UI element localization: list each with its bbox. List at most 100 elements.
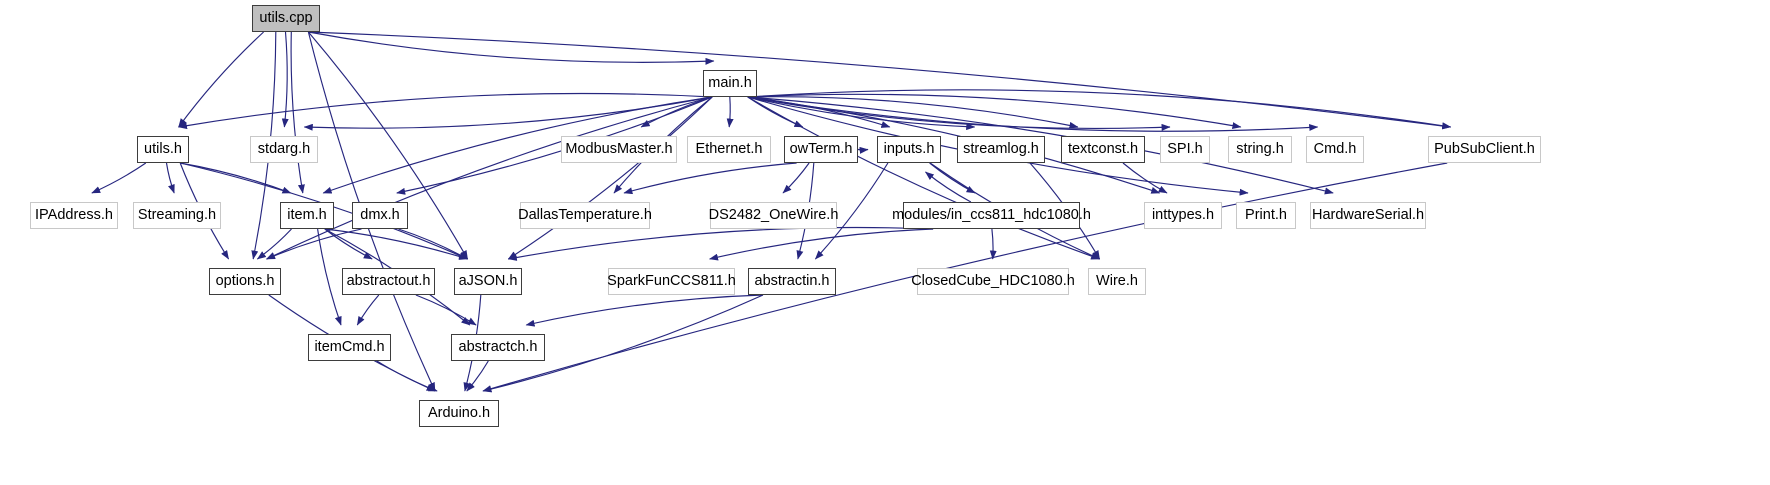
graph-node-abstractch-h[interactable]: abstractch.h [451, 334, 545, 361]
graph-node-label: options.h [215, 273, 275, 290]
graph-node-label: ModbusMaster.h [565, 141, 673, 158]
graph-node-utils-cpp[interactable]: utils.cpp [252, 5, 320, 32]
graph-node-abstractout-h[interactable]: abstractout.h [342, 268, 435, 295]
graph-node-label: Arduino.h [427, 405, 491, 422]
graph-edge [415, 294, 477, 326]
graph-edge [747, 96, 804, 128]
graph-node-wire-h[interactable]: Wire.h [1088, 268, 1146, 295]
graph-node-modbusmaster-h[interactable]: ModbusMaster.h [561, 136, 677, 163]
graph-node-itemcmd-h[interactable]: itemCmd.h [308, 334, 391, 361]
graph-node-modules-ccs-h[interactable]: modules/in_ccs811_hdc1080.h [892, 202, 1091, 229]
graph-edge [178, 92, 713, 130]
graph-edge [91, 162, 147, 194]
graph-node-label: Wire.h [1096, 273, 1138, 290]
graph-node-label: utils.h [144, 141, 182, 158]
graph-edge [507, 226, 934, 261]
graph-node-arduino-h[interactable]: Arduino.h [419, 400, 499, 427]
graph-edge [356, 294, 380, 326]
graph-edge [726, 96, 734, 128]
graph-node-main-h[interactable]: main.h [703, 70, 757, 97]
graph-node-label: textconst.h [1067, 141, 1139, 158]
graph-node-label: SparkFunCCS811.h [607, 273, 736, 290]
graph-node-owterm-h[interactable]: owTerm.h [784, 136, 858, 163]
graph-node-stdarg-h[interactable]: stdarg.h [250, 136, 318, 163]
graph-node-label: Cmd.h [1313, 141, 1357, 158]
graph-edge [180, 162, 292, 194]
graph-node-label: abstractout.h [346, 273, 431, 290]
graph-edge [466, 360, 489, 392]
graph-edge [308, 31, 1452, 130]
graph-node-dmx-h[interactable]: dmx.h [352, 202, 408, 229]
graph-node-label: stdarg.h [257, 141, 311, 158]
graph-node-pubsubclient-h[interactable]: PubSubClient.h [1428, 136, 1541, 163]
graph-node-label: Streaming.h [137, 207, 217, 224]
graph-node-label: aJSON.h [458, 273, 518, 290]
graph-node-cmd-h[interactable]: Cmd.h [1306, 136, 1364, 163]
graph-node-label: utils.cpp [259, 10, 313, 27]
graph-edge [165, 162, 175, 194]
graph-edge [266, 228, 362, 260]
graph-node-label: item.h [287, 207, 327, 224]
graph-edge [266, 96, 713, 260]
graph-edge [747, 96, 1079, 129]
graph-node-streamlog-h[interactable]: streamlog.h [957, 136, 1045, 163]
graph-edge [623, 162, 797, 195]
graph-node-ipaddress-h[interactable]: IPAddress.h [30, 202, 118, 229]
graph-edge [709, 228, 934, 261]
graph-node-label: IPAddress.h [35, 207, 113, 224]
graph-edge [507, 96, 713, 260]
graph-node-ajson-h[interactable]: aJSON.h [454, 268, 522, 295]
graph-edge [747, 96, 976, 131]
graph-node-hardwareserial-h[interactable]: HardwareSerial.h [1310, 202, 1426, 229]
graph-node-sparkfunccs-h[interactable]: SparkFunCCS811.h [607, 268, 736, 295]
graph-node-label: SPI.h [1167, 141, 1203, 158]
graph-node-closedcube-h[interactable]: ClosedCube_HDC1080.h [911, 268, 1075, 295]
graph-node-print-h[interactable]: Print.h [1236, 202, 1296, 229]
graph-node-streaming-h[interactable]: Streaming.h [133, 202, 221, 229]
graph-edge [747, 96, 1101, 260]
graph-node-label: inttypes.h [1151, 207, 1215, 224]
graph-node-item-h[interactable]: item.h [280, 202, 334, 229]
graph-node-inputs-h[interactable]: inputs.h [877, 136, 941, 163]
graph-node-textconst-h[interactable]: textconst.h [1061, 136, 1145, 163]
graph-edge [1122, 162, 1168, 194]
graph-edge [989, 228, 997, 260]
graph-edge [290, 31, 305, 194]
graph-node-ethernet-h[interactable]: Ethernet.h [687, 136, 771, 163]
graph-edge [178, 31, 264, 128]
graph-node-label: itemCmd.h [314, 339, 385, 356]
graph-node-label: string.h [1236, 141, 1284, 158]
graph-edge [782, 162, 810, 194]
graph-node-label: abstractin.h [754, 273, 830, 290]
graph-edge [925, 171, 972, 203]
graph-node-spi-h[interactable]: SPI.h [1160, 136, 1210, 163]
graph-node-inttypes-h[interactable]: inttypes.h [1144, 202, 1222, 229]
graph-node-label: PubSubClient.h [1434, 141, 1535, 158]
graph-node-label: DallasTemperature.h [518, 207, 652, 224]
graph-edge [640, 96, 713, 128]
graph-edge [256, 228, 292, 260]
graph-node-utils-h[interactable]: utils.h [137, 136, 189, 163]
graph-edge [747, 96, 891, 128]
graph-edge [324, 228, 373, 260]
graph-node-label: Print.h [1245, 207, 1287, 224]
graph-node-ds2482-h[interactable]: DS2482_OneWire.h [709, 202, 838, 229]
graph-edge [281, 31, 289, 128]
graph-node-label: HardwareSerial.h [1311, 207, 1425, 224]
graph-edge [525, 294, 764, 327]
graph-node-label: Ethernet.h [695, 141, 763, 158]
graph-node-dallastemp-h[interactable]: DallasTemperature.h [518, 202, 652, 229]
graph-node-label: owTerm.h [789, 141, 853, 158]
graph-edge [317, 228, 342, 326]
graph-node-label: main.h [708, 75, 752, 92]
graph-edge [308, 31, 715, 65]
graph-node-options-h[interactable]: options.h [209, 268, 281, 295]
graph-node-label: modules/in_ccs811_hdc1080.h [892, 207, 1091, 224]
graph-node-abstractin-h[interactable]: abstractin.h [748, 268, 836, 295]
graph-edge [398, 228, 469, 260]
graph-node-string-h[interactable]: string.h [1228, 136, 1292, 163]
graph-edge [747, 96, 1171, 131]
graph-node-label: inputs.h [883, 141, 935, 158]
